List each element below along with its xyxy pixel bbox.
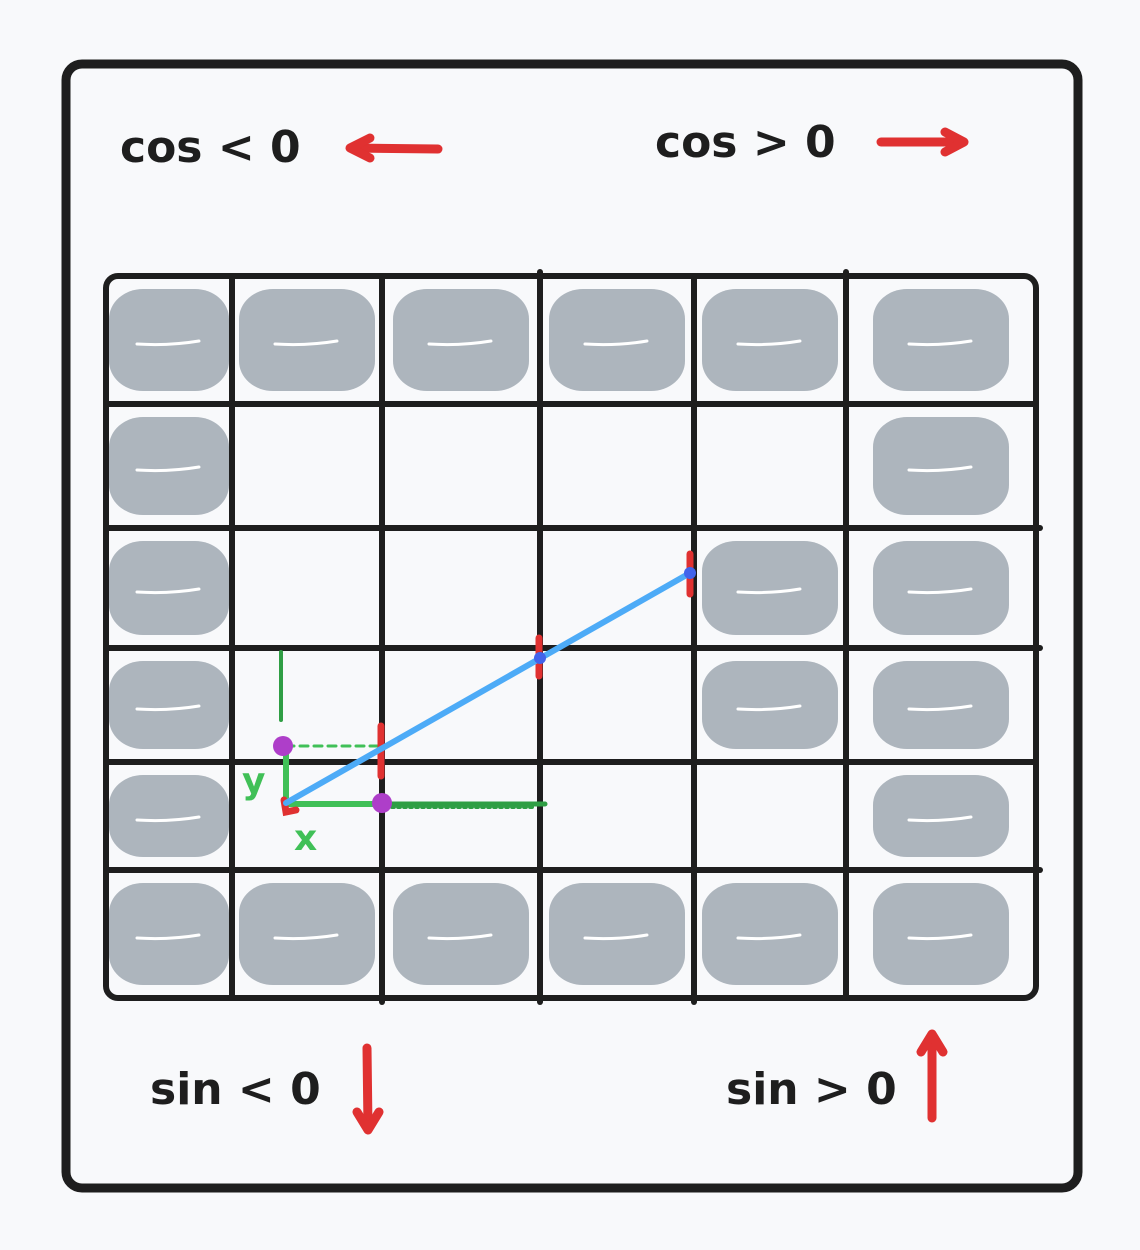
wall-tile-shape xyxy=(873,417,1009,515)
wall-tile-shape xyxy=(549,883,685,985)
step-axes xyxy=(279,650,548,809)
wall-tile-shape xyxy=(109,775,229,857)
cos-positive-label: cos > 0 xyxy=(655,117,836,168)
wall-tile-shape xyxy=(109,541,229,635)
wall-tile-shape xyxy=(873,661,1009,749)
wall-tile-highlight xyxy=(135,465,201,473)
wall-tile-highlight xyxy=(583,339,649,347)
wall-tile xyxy=(109,289,229,391)
wall-tile-shape xyxy=(239,883,375,985)
wall-tile xyxy=(702,883,838,985)
wall-tile xyxy=(702,289,838,391)
wall-tile-highlight xyxy=(135,933,201,941)
sin-positive-label: sin > 0 xyxy=(726,1064,897,1115)
wall-tile-highlight xyxy=(427,933,493,941)
arrow-left-icon xyxy=(345,133,443,163)
wall-tile-highlight xyxy=(135,704,201,712)
wall-tile-shape xyxy=(109,417,229,515)
cos-negative-label: cos < 0 xyxy=(120,122,301,173)
wall-tile-shape xyxy=(239,289,375,391)
wall-tile xyxy=(873,289,1009,391)
ray-line xyxy=(283,570,693,806)
wall-tile-highlight xyxy=(907,465,973,473)
wall-tile-shape xyxy=(549,289,685,391)
wall-tile-shape xyxy=(393,289,529,391)
wall-tile-shape xyxy=(109,883,229,985)
wall-tile xyxy=(239,289,375,391)
wall-tile-highlight xyxy=(736,933,802,941)
wall-tile xyxy=(702,541,838,635)
wall-tile-highlight xyxy=(907,587,973,595)
wall-tile-highlight xyxy=(273,339,339,347)
axis-y-label: y xyxy=(242,761,265,802)
wall-tile-highlight xyxy=(135,339,201,347)
wall-tile xyxy=(393,289,529,391)
wall-tile xyxy=(549,883,685,985)
wall-tile xyxy=(109,417,229,515)
wall-tile xyxy=(109,883,229,985)
ray-cross-point xyxy=(534,652,546,664)
wall-tile-highlight xyxy=(907,815,973,823)
grid-border xyxy=(103,273,1039,1001)
wall-tile-shape xyxy=(702,883,838,985)
sin-negative-label: sin < 0 xyxy=(150,1064,321,1115)
wall-tile-shape xyxy=(702,541,838,635)
wall-tile-highlight xyxy=(736,339,802,347)
wall-tile xyxy=(873,661,1009,749)
wall-tile-highlight xyxy=(907,339,973,347)
wall-tile-shape xyxy=(109,289,229,391)
wall-tile-shape xyxy=(393,883,529,985)
wall-tile-highlight xyxy=(427,339,493,347)
wall-tile xyxy=(109,661,229,749)
y-step-marker xyxy=(273,736,293,756)
wall-tile-shape xyxy=(109,661,229,749)
wall-tile-shape xyxy=(702,661,838,749)
wall-tile-highlight xyxy=(583,933,649,941)
wall-tile-highlight xyxy=(135,587,201,595)
wall-tile xyxy=(873,775,1009,857)
wall-tile-shape xyxy=(873,541,1009,635)
wall-tile xyxy=(873,883,1009,985)
wall-tile-highlight xyxy=(907,704,973,712)
wall-tile-shape xyxy=(873,289,1009,391)
wall-tile xyxy=(702,661,838,749)
wall-tile-shape xyxy=(702,289,838,391)
axis-x-label: x xyxy=(294,818,317,859)
wall-tile-highlight xyxy=(273,933,339,941)
x-step-marker xyxy=(372,793,392,813)
wall-tile xyxy=(549,289,685,391)
ray-hit-point xyxy=(684,567,696,579)
wall-tiles xyxy=(109,289,1009,985)
arrow-up-icon xyxy=(916,1029,948,1123)
arrow-right-icon xyxy=(876,127,969,157)
wall-tile-shape xyxy=(873,883,1009,985)
wall-tile-highlight xyxy=(907,933,973,941)
wall-tile-highlight xyxy=(736,704,802,712)
wall-tile xyxy=(239,883,375,985)
wall-tile xyxy=(873,541,1009,635)
arrow-down-icon xyxy=(352,1043,384,1135)
wall-tile-highlight xyxy=(736,587,802,595)
map-grid xyxy=(103,269,1043,1005)
wall-tile xyxy=(109,541,229,635)
wall-tile-highlight xyxy=(135,815,201,823)
wall-tile xyxy=(109,775,229,857)
wall-tile xyxy=(873,417,1009,515)
wall-tile-shape xyxy=(873,775,1009,857)
wall-tile xyxy=(393,883,529,985)
